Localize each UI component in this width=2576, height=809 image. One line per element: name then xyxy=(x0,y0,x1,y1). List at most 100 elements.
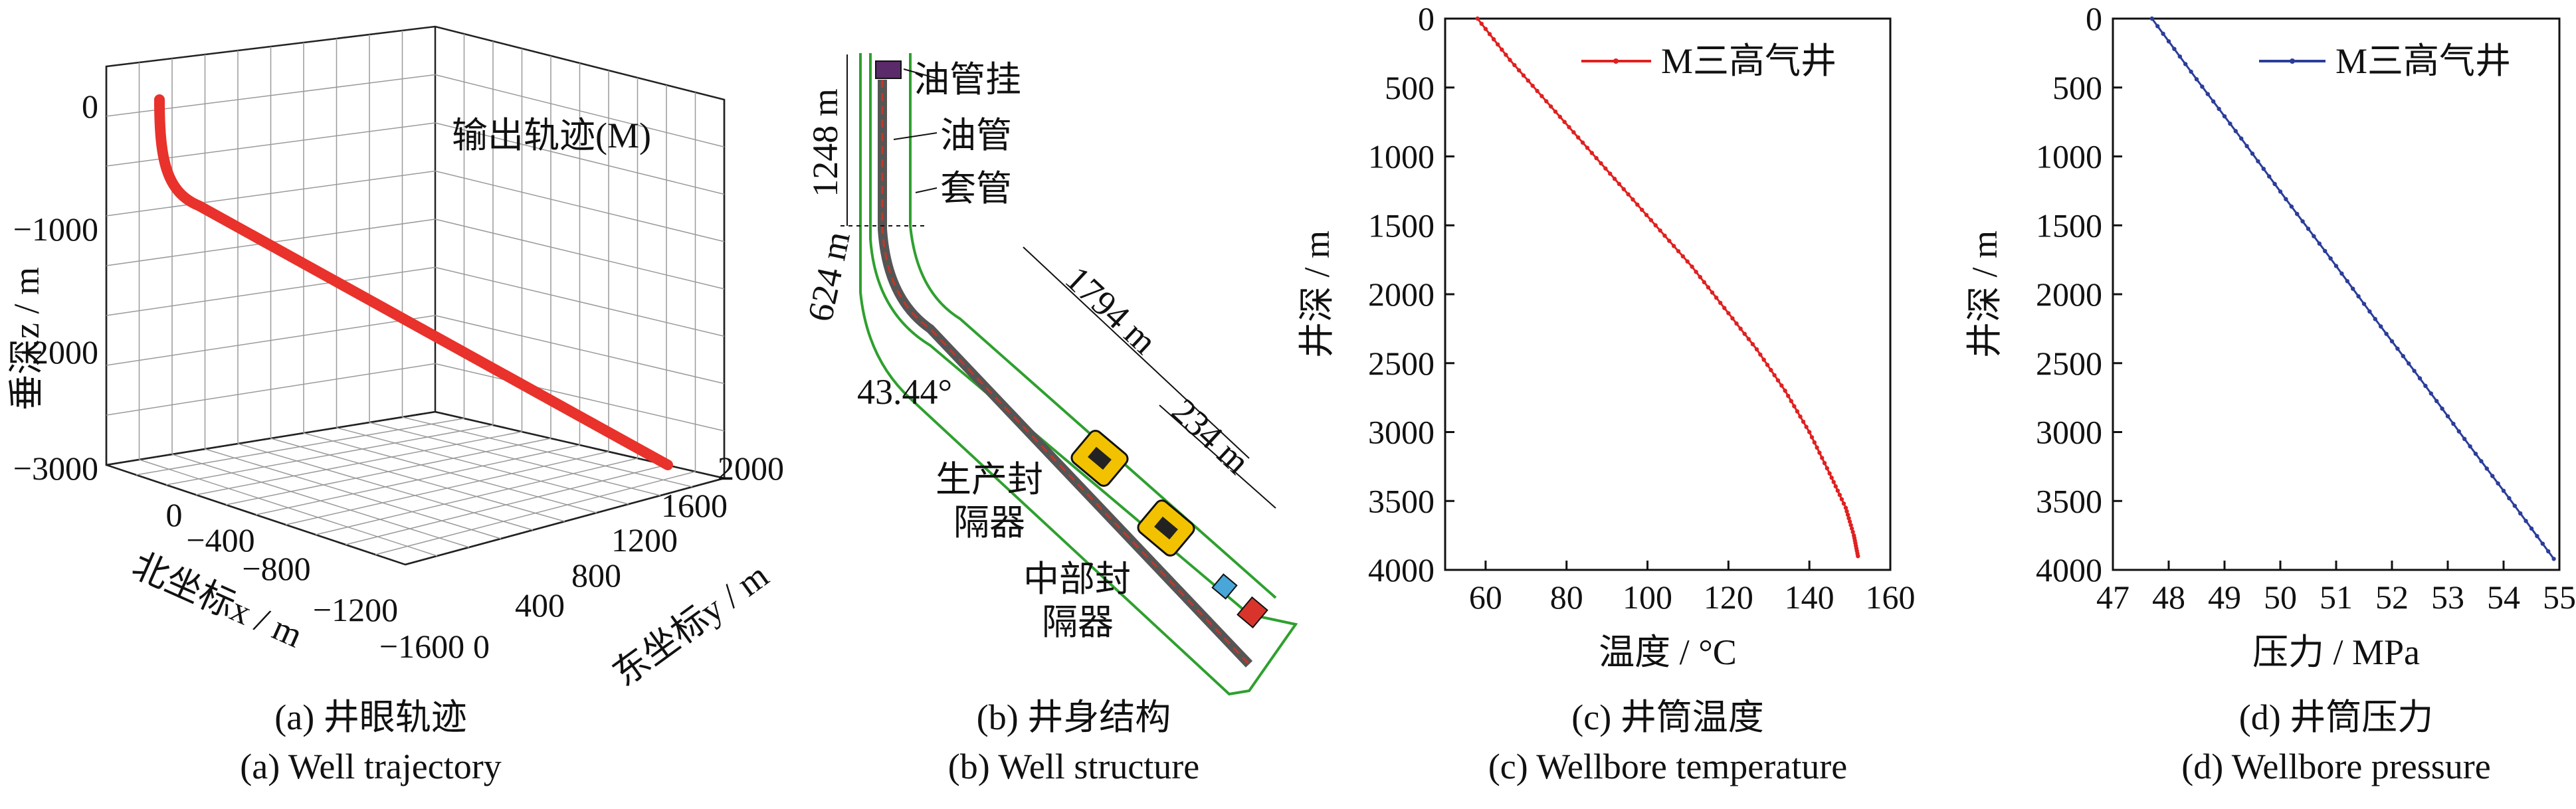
grid-line xyxy=(375,471,696,555)
series-point xyxy=(1769,367,1773,373)
y-tick-label: 2500 xyxy=(1368,345,1435,382)
series-point xyxy=(1726,311,1731,315)
y-tick: 800 xyxy=(571,557,621,594)
series-point xyxy=(2183,62,2188,66)
grid-line xyxy=(435,219,725,290)
series-point xyxy=(2456,429,2461,434)
series-point xyxy=(2412,369,2417,373)
series-point xyxy=(2189,69,2193,74)
series-point xyxy=(2451,421,2456,426)
series-point xyxy=(1702,280,1707,285)
series-point xyxy=(1648,218,1654,223)
series-point xyxy=(2244,143,2249,149)
series-point xyxy=(1831,480,1836,484)
series-point xyxy=(1603,166,1608,171)
series-point xyxy=(2333,264,2339,268)
caption-c-cn: (c) 井筒温度 xyxy=(1571,697,1763,737)
series-point xyxy=(1653,223,1658,228)
y-axis-label: 东坐标y / m xyxy=(605,555,775,694)
series-point xyxy=(1644,213,1649,217)
y-tick: 1200 xyxy=(611,521,678,559)
series-point xyxy=(1512,62,1517,68)
casing-inner xyxy=(909,53,1277,599)
series-point xyxy=(1750,342,1755,347)
x-tick-label: 54 xyxy=(2487,579,2520,616)
trajectory-line xyxy=(154,94,673,470)
caption-a-cn: (a) 井眼轨迹 xyxy=(274,697,466,737)
series-point xyxy=(1495,42,1500,47)
series-point xyxy=(1710,290,1715,295)
series-point xyxy=(2389,339,2395,344)
series-point xyxy=(1772,373,1777,378)
label-mid-packer-2: 隔器 xyxy=(1042,602,1114,642)
series-point xyxy=(1621,187,1626,191)
series-point xyxy=(1680,254,1686,259)
x-tick: −1200 xyxy=(313,591,398,628)
series-point xyxy=(1658,228,1662,233)
grid-line xyxy=(435,363,725,432)
series-point xyxy=(2501,488,2506,494)
series-point xyxy=(1835,488,1840,493)
series-point xyxy=(1608,171,1613,176)
series-point xyxy=(2379,324,2383,329)
tubing-hanger xyxy=(875,60,902,79)
series-point xyxy=(1845,512,1850,517)
series-point xyxy=(1504,52,1508,57)
y-tick-label: 4000 xyxy=(2036,551,2102,588)
series-point xyxy=(1631,197,1635,202)
y-tick-label: 3500 xyxy=(1368,482,1435,519)
series-point xyxy=(1846,515,1851,521)
x-tick-label: 100 xyxy=(1623,579,1672,616)
series-point xyxy=(2289,204,2294,209)
series-point xyxy=(2239,136,2244,141)
series-point xyxy=(2250,151,2255,156)
series-point xyxy=(1839,497,1844,501)
series-point xyxy=(1734,321,1739,326)
series-point xyxy=(2155,24,2160,29)
series-point xyxy=(2367,309,2372,314)
series-point xyxy=(2434,399,2439,404)
series-point xyxy=(1730,316,1735,321)
grid-line xyxy=(303,432,597,513)
x-tick-label: 53 xyxy=(2431,579,2464,616)
series-point xyxy=(2473,451,2478,456)
series-point xyxy=(2512,503,2517,508)
series-point xyxy=(2490,474,2495,478)
plot-frame-c xyxy=(1444,17,1892,571)
y-axis-label: 井深 / m xyxy=(1965,230,2005,358)
series-point xyxy=(2149,16,2154,21)
grid-line xyxy=(435,122,725,195)
series-point xyxy=(2351,286,2355,291)
series-point xyxy=(2496,481,2500,486)
label-tubing: 油管 xyxy=(940,116,1012,155)
caption-b-cn: (b) 井身结构 xyxy=(977,697,1171,737)
x-tick-label: 48 xyxy=(2152,579,2185,616)
series-point xyxy=(1761,357,1766,362)
label-prod-packer-1: 生产封 xyxy=(936,460,1043,499)
series-point xyxy=(1667,238,1672,243)
series-point xyxy=(1585,145,1590,150)
series-point xyxy=(1475,16,1480,21)
series-point xyxy=(1580,140,1585,145)
series-point xyxy=(2518,511,2523,516)
y-tick-label: 2000 xyxy=(1368,276,1435,313)
series-point xyxy=(1738,326,1743,331)
grid-line xyxy=(106,266,436,316)
series-point xyxy=(1694,270,1698,274)
series-point xyxy=(2161,31,2165,37)
grid-line xyxy=(270,438,565,522)
series-point xyxy=(2177,54,2182,59)
series-point xyxy=(2300,219,2305,224)
series-point xyxy=(1827,471,1832,476)
series-point xyxy=(1856,554,1860,559)
grid-line xyxy=(315,458,638,535)
y-tick-label: 2000 xyxy=(2036,276,2102,313)
series-point xyxy=(1812,440,1817,445)
panel-b-well-structure: 油管挂 油管 套管 1248 m 624 m 1794 m 234 m 43.4… xyxy=(800,53,1298,786)
x-tick-label: 160 xyxy=(1866,579,1916,616)
x-tick-label: 55 xyxy=(2543,579,2576,616)
series-point xyxy=(1754,347,1759,352)
series-point xyxy=(1822,460,1827,466)
series-point xyxy=(1792,404,1797,408)
label-prod-packer-2: 隔器 xyxy=(953,503,1025,543)
